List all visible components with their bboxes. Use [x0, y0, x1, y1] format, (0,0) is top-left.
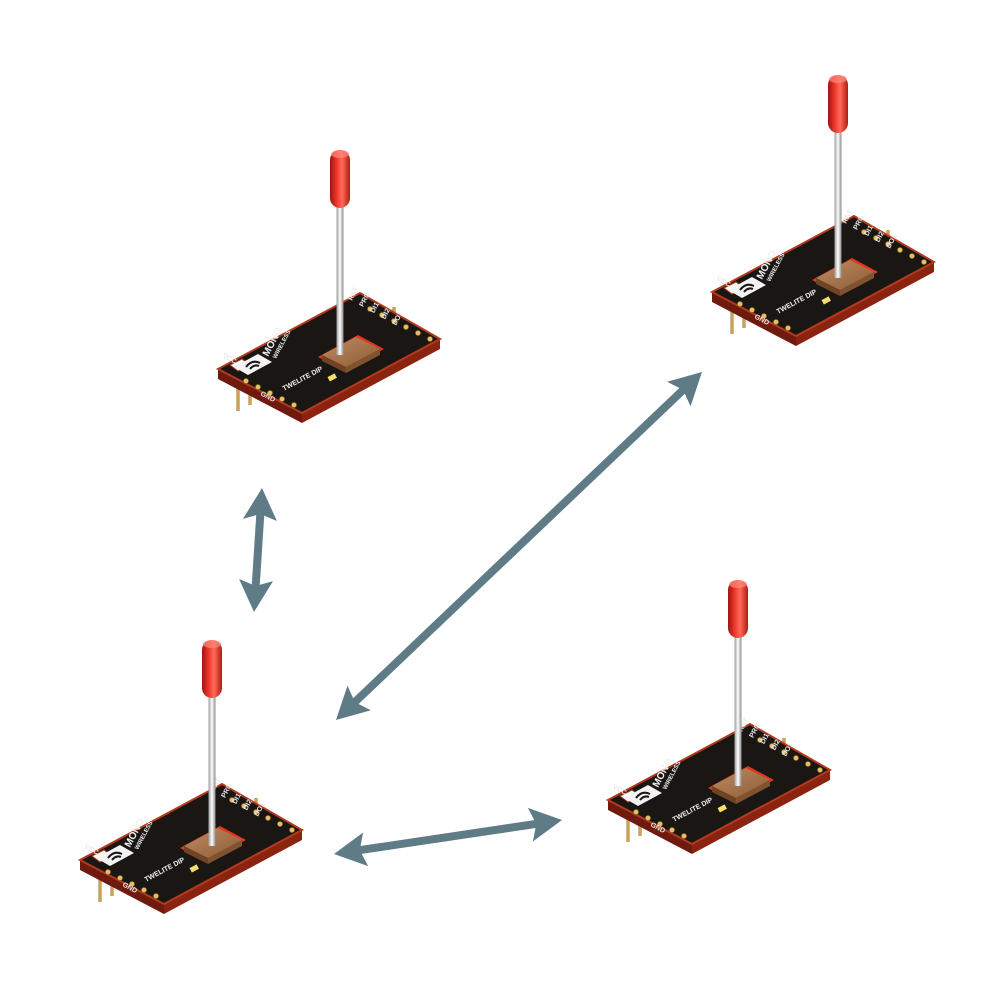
pin-label: DI1 [232, 792, 243, 805]
link-arrows [239, 372, 702, 867]
link-arrow-1 [239, 488, 277, 612]
arrow-head [334, 832, 369, 867]
pin-label: DI2 [875, 231, 886, 244]
pin-label: DI1 [760, 732, 771, 745]
pin-label: DI2 [771, 739, 782, 752]
pin-label: DI1 [864, 224, 875, 237]
arrow-head [242, 488, 277, 522]
arrow-shaft [358, 819, 538, 855]
pin-label: DI2 [243, 799, 254, 812]
antenna-icon [728, 580, 748, 786]
arrow-shaft [251, 513, 265, 587]
antenna-icon [202, 640, 222, 846]
arrow-head [667, 372, 702, 407]
arrow-shaft [351, 386, 687, 706]
arrow-head [527, 807, 562, 842]
antenna-icon [828, 75, 848, 278]
twelite-board [607, 723, 831, 855]
arrow-head [336, 685, 371, 720]
link-arrow-2 [336, 372, 702, 720]
twelite-board [711, 215, 935, 347]
twelite-board [217, 292, 441, 424]
arrow-head [239, 578, 274, 612]
twelite-board [79, 783, 303, 915]
antenna-icon [330, 150, 350, 355]
pin-label: DI2 [381, 308, 392, 321]
link-arrow-3 [334, 807, 562, 867]
pin-label: DI1 [370, 301, 381, 314]
